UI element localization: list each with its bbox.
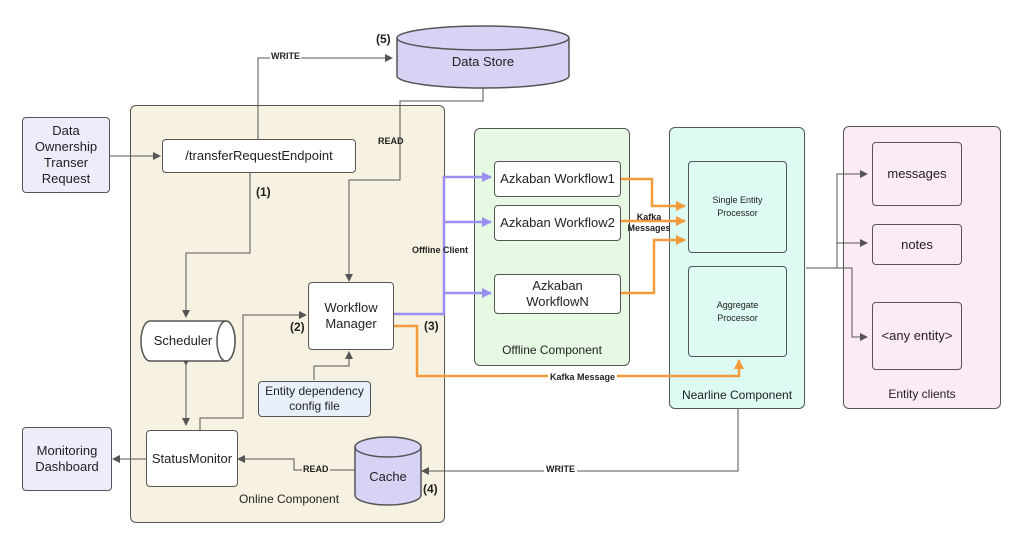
edge-nearline-cache [421,409,739,475]
edge-wfn-single [621,235,686,295]
transfer-request-node: Data Ownership Transer Request [22,117,110,193]
edge-wm-aggregate [394,324,744,378]
offline-component-label: Offline Component [502,343,602,357]
online-component-label: Online Component [238,492,340,506]
read-datastore-label: READ [378,136,404,146]
kafka-message-label: Kafka Message [548,372,618,382]
edge-read-datastore [345,88,484,282]
monitoring-dashboard-node: Monitoring Dashboard [22,427,112,491]
cache-label: Cache [369,469,407,484]
aggregate-processor-node: Aggregate Processor [688,266,787,357]
kafka-messages-label: Kafka Messages [627,212,671,233]
azkaban-workflow2-node: Azkaban Workflow2 [494,205,621,241]
edge-to-messages [806,170,868,269]
entity-dependency-config-node: Entity dependency config file [258,381,371,417]
offline-client-label: Offline Client [412,245,468,255]
read-cache-label: READ [302,464,330,474]
any-entity-node: <any entity> [872,302,962,370]
workflow-manager-node: Workflow Manager [308,282,394,350]
data-store-label: Data Store [451,54,515,69]
nearline-component-label: Nearline Component [681,388,793,402]
notes-node: notes [872,224,962,265]
scheduler-label: Scheduler [153,333,213,348]
single-entity-processor-node: Single Entity Processor [688,161,787,253]
step-4-label: (4) [423,482,438,496]
edge-wm-wf1 [394,172,492,316]
step-1-label: (1) [256,185,271,199]
transfer-endpoint-node: /transferRequestEndpoint [162,139,356,173]
azkaban-workflow1-node: Azkaban Workflow1 [494,161,621,197]
cache-shape [354,447,422,506]
step-5-label: (5) [376,32,391,46]
messages-node: messages [872,142,962,206]
edge-entitydep-workflow [313,351,353,380]
edge-status-workflow [199,311,307,430]
edge-to-any-entity [837,267,868,341]
entity-clients-label: Entity clients [888,387,956,401]
edge-write-datastore [257,54,393,139]
status-monitor-node: StatusMonitor [146,430,238,487]
write-cache-label: WRITE [544,464,577,474]
step-2-label: (2) [290,320,305,334]
azkaban-workflown-node: Azkaban WorkflowN [494,274,621,314]
edge-wf1-single [621,177,686,211]
write-datastore-label: WRITE [270,51,301,61]
edge-endpoint-scheduler [182,173,251,318]
step-3-label: (3) [424,319,439,333]
